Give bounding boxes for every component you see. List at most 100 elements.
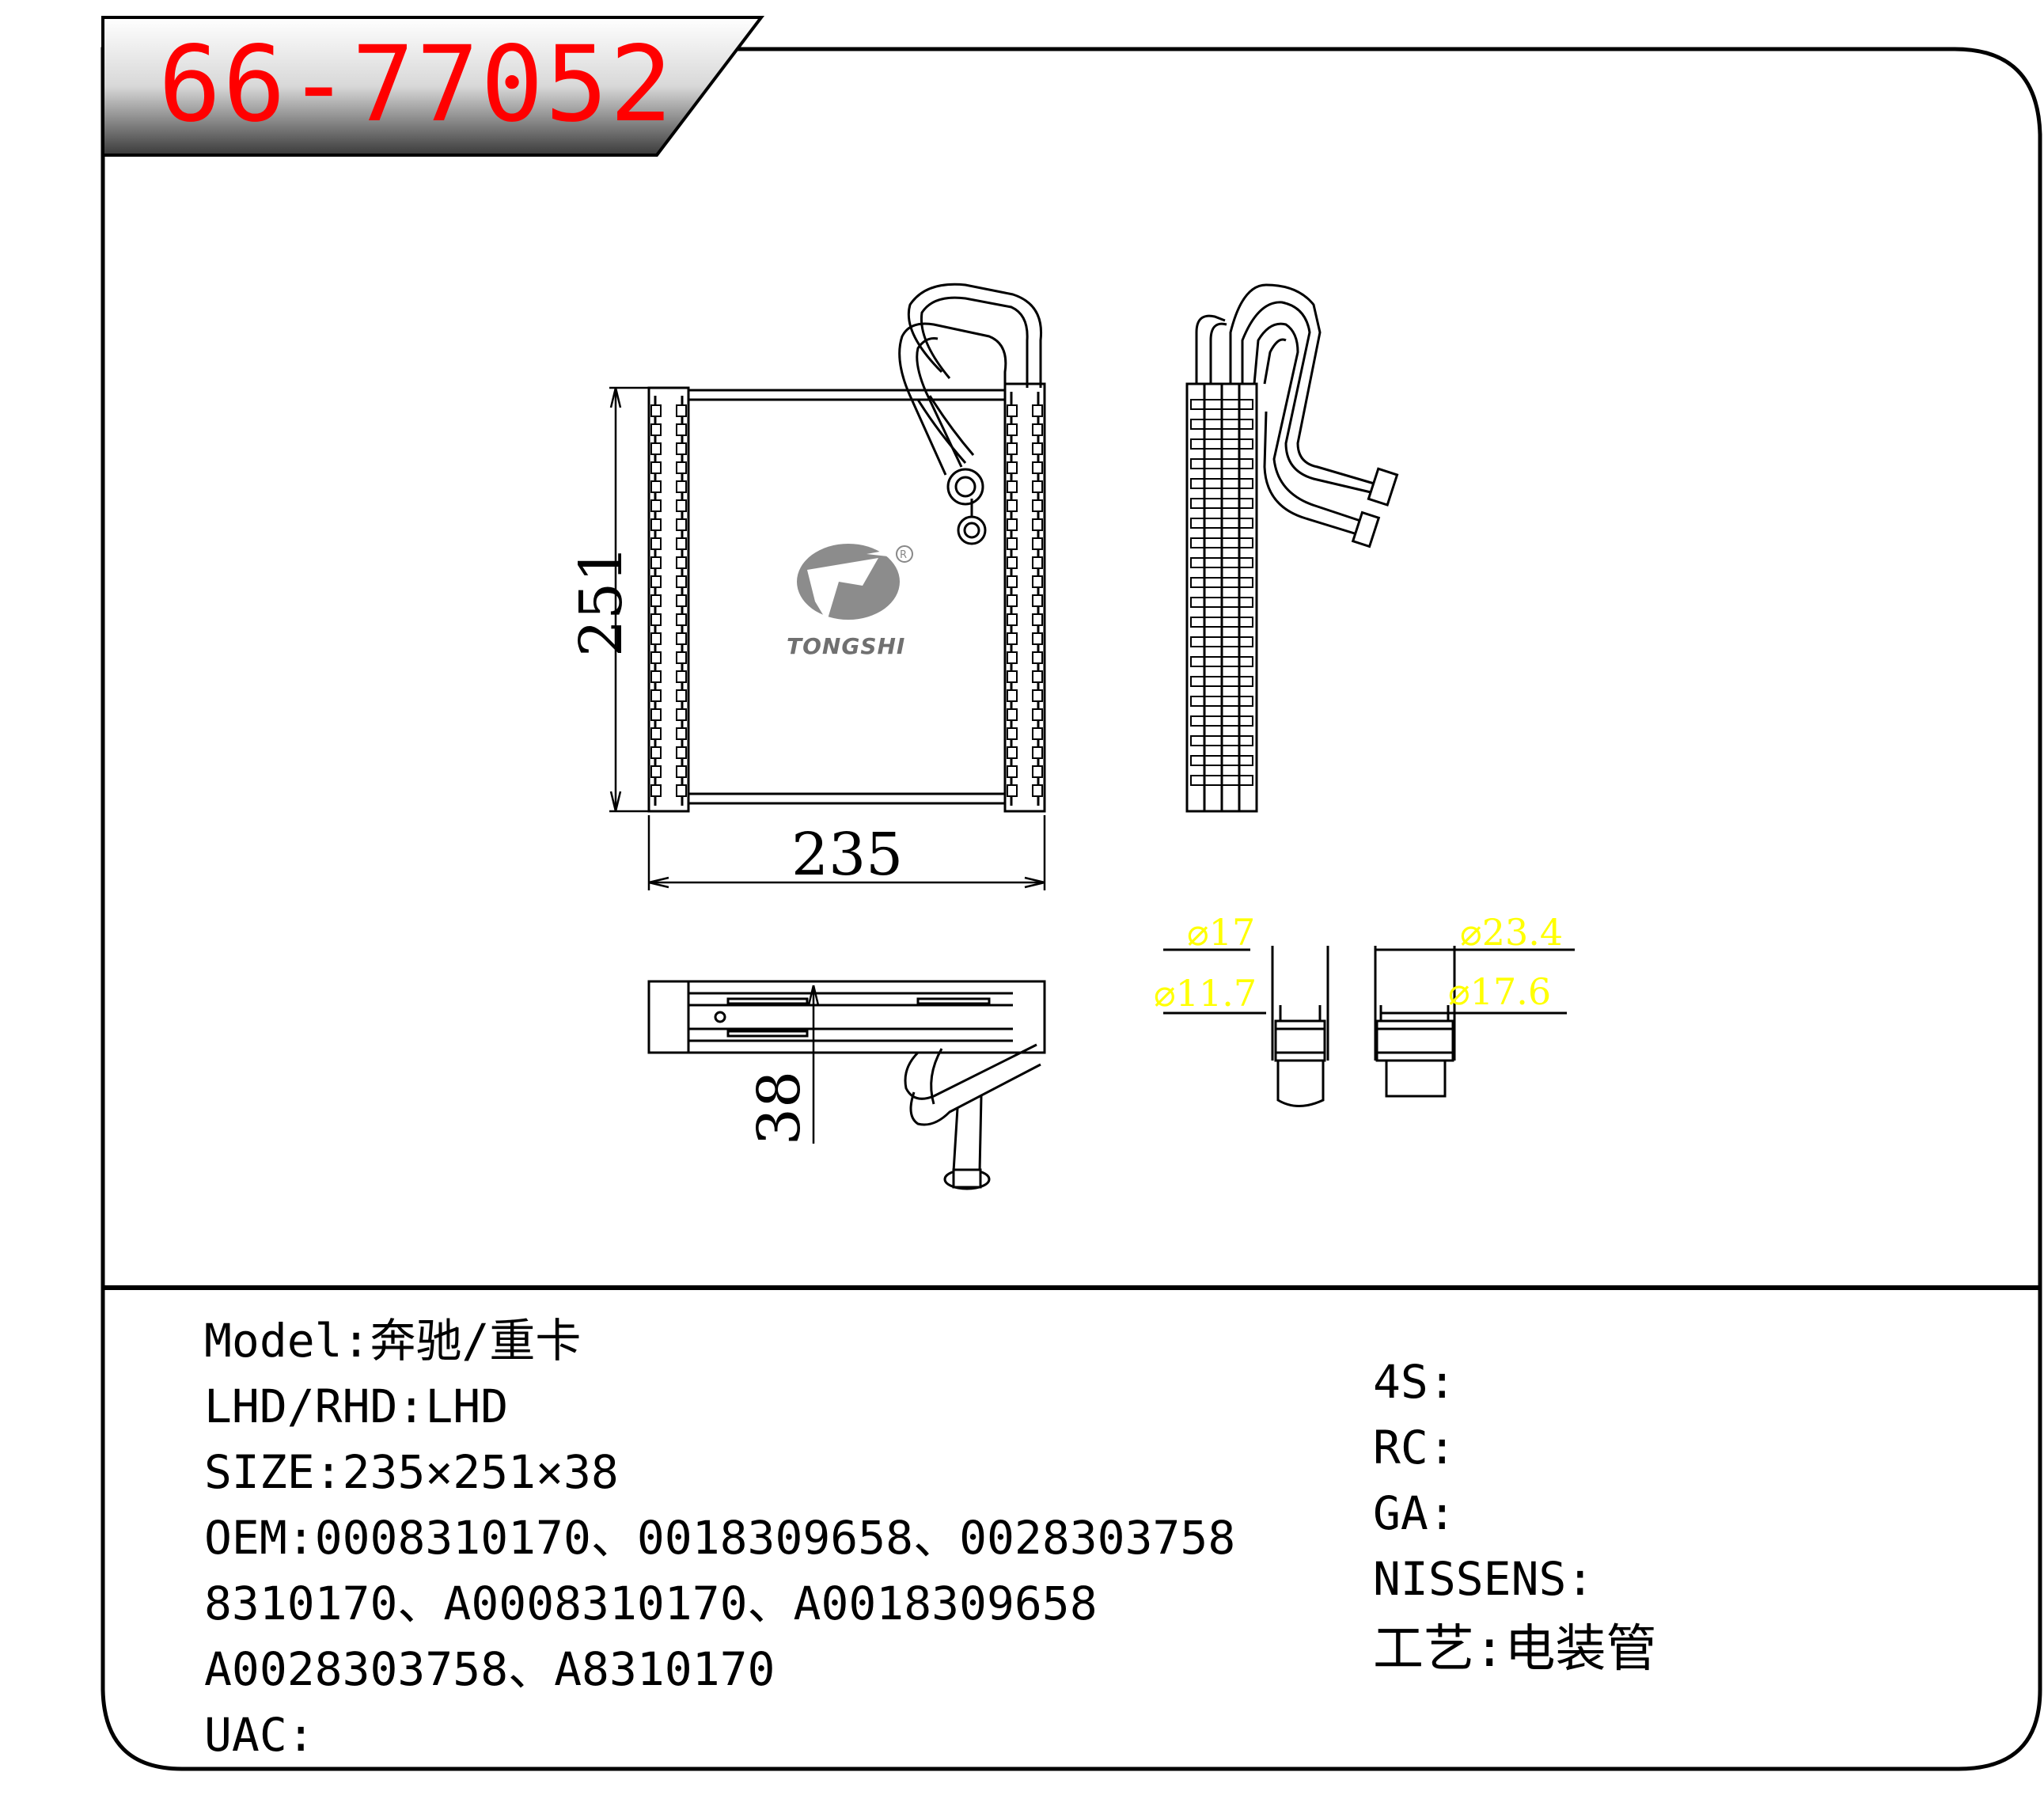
tank-slot-right [1007, 613, 1018, 626]
tank-slot-left [650, 594, 662, 607]
tank-slot-right [1007, 651, 1018, 664]
dia-17-6-label: ⌀17.6 [1448, 970, 1552, 1013]
tank-slot-right [1032, 442, 1043, 455]
tank-slot-right [1007, 480, 1018, 493]
tank-slot-left [676, 480, 687, 493]
tank-slot-left [650, 423, 662, 436]
tank-slot-left [650, 442, 662, 455]
dia-17-label: ⌀17 [1187, 911, 1256, 954]
title-banner [101, 16, 765, 157]
tank-slot-left [650, 651, 662, 664]
tank-slot-right [1007, 727, 1018, 740]
part-number-title: 66-77052 [158, 24, 674, 146]
dimension-lines-bottom [807, 985, 820, 1144]
tank-slot-left [676, 746, 687, 759]
tank-slot-right [1032, 556, 1043, 569]
tank-slot-right [1032, 404, 1043, 417]
brand-name: TONGSHI [787, 633, 906, 659]
tank-slot-right [1032, 727, 1043, 740]
tank-slot-right [1032, 461, 1043, 474]
tank-slot-right [1032, 632, 1043, 645]
tank-slot-left [650, 746, 662, 759]
tank-slot-left [650, 518, 662, 531]
dim-depth-label: 38 [745, 1070, 813, 1146]
tank-slot-right [1007, 518, 1018, 531]
tank-slot-right [1007, 670, 1018, 683]
info-row-4s: 4S: [1373, 1355, 1456, 1409]
svg-text:R: R [900, 549, 907, 561]
tank-slot-left [676, 727, 687, 740]
tank-slot-left [676, 613, 687, 626]
tank-slot-left [650, 784, 662, 797]
info-row-size: SIZE:235×251×38 [204, 1445, 619, 1499]
dim-height-label: 251 [567, 545, 635, 657]
tank-slot-right [1032, 670, 1043, 683]
tank-slot-right [1007, 499, 1018, 512]
tank-slot-right [1032, 784, 1043, 797]
tank-slot-right [1007, 784, 1018, 797]
bottom-view [647, 980, 1046, 1190]
tank-slot-left [676, 423, 687, 436]
dim-width-label: 235 [791, 821, 904, 889]
tank-slot-right [1007, 461, 1018, 474]
tank-slot-right [1007, 632, 1018, 645]
tank-slot-left [676, 442, 687, 455]
tank-slot-left [676, 575, 687, 588]
tank-slot-left [676, 556, 687, 569]
tank-slot-right [1007, 746, 1018, 759]
tank-slot-left [650, 670, 662, 683]
tank-slot-left [650, 765, 662, 778]
tank-slot-left [650, 708, 662, 721]
tank-slot-left [676, 461, 687, 474]
tank-slot-left [650, 537, 662, 550]
tank-slot-right [1032, 765, 1043, 778]
tank-slot-right [1032, 537, 1043, 550]
tank-slot-right [1032, 594, 1043, 607]
tank-slot-right [1007, 575, 1018, 588]
tank-slot-right [1032, 423, 1043, 436]
info-row-oem-2: 8310170、A0008310170、A0018309658 [204, 1577, 1098, 1630]
tank-slot-left [676, 632, 687, 645]
tank-slot-left [676, 537, 687, 550]
tank-slot-left [676, 708, 687, 721]
info-row-ga: GA: [1373, 1486, 1456, 1540]
tank-slot-right [1007, 594, 1018, 607]
tank-slot-right [1007, 556, 1018, 569]
info-row-lhd-rhd: LHD/RHD:LHD [204, 1379, 509, 1433]
info-row-model: Model:奔驰/重卡 [204, 1314, 582, 1368]
tank-slot-right [1007, 404, 1018, 417]
tank-slot-left [676, 499, 687, 512]
info-row-rc: RC: [1373, 1421, 1456, 1474]
tank-slot-left [676, 651, 687, 664]
tank-slot-left [650, 480, 662, 493]
tank-slot-right [1007, 537, 1018, 550]
fitting-small [1163, 946, 1329, 1107]
tank-slot-right [1032, 708, 1043, 721]
tank-slot-right [1032, 613, 1043, 626]
tank-slot-left [676, 404, 687, 417]
tank-slot-left [650, 632, 662, 645]
tank-slot-right [1007, 423, 1018, 436]
tank-slot-left [676, 765, 687, 778]
tank-slot-left [650, 404, 662, 417]
info-row-process: 工艺:电装管 [1373, 1620, 1657, 1679]
tank-slot-right [1032, 651, 1043, 664]
tank-slot-left [650, 461, 662, 474]
tank-slot-left [650, 613, 662, 626]
tank-slot-left [650, 727, 662, 740]
info-row-uac: UAC: [204, 1708, 315, 1762]
tank-slot-right [1007, 708, 1018, 721]
info-row-oem: OEM:0008310170、0018309658、0028303758 [204, 1511, 1236, 1565]
tongshi-logo: R [797, 544, 913, 621]
side-view [1185, 283, 1399, 813]
tank-slot-left [650, 689, 662, 702]
tank-slot-right [1032, 499, 1043, 512]
tank-slot-right [1032, 575, 1043, 588]
fitting-large [1374, 946, 1575, 1098]
tank-slot-right [1007, 442, 1018, 455]
tank-slot-right [1032, 746, 1043, 759]
tank-slot-right [1007, 765, 1018, 778]
tank-slot-right [1007, 689, 1018, 702]
front-view [647, 283, 1046, 813]
